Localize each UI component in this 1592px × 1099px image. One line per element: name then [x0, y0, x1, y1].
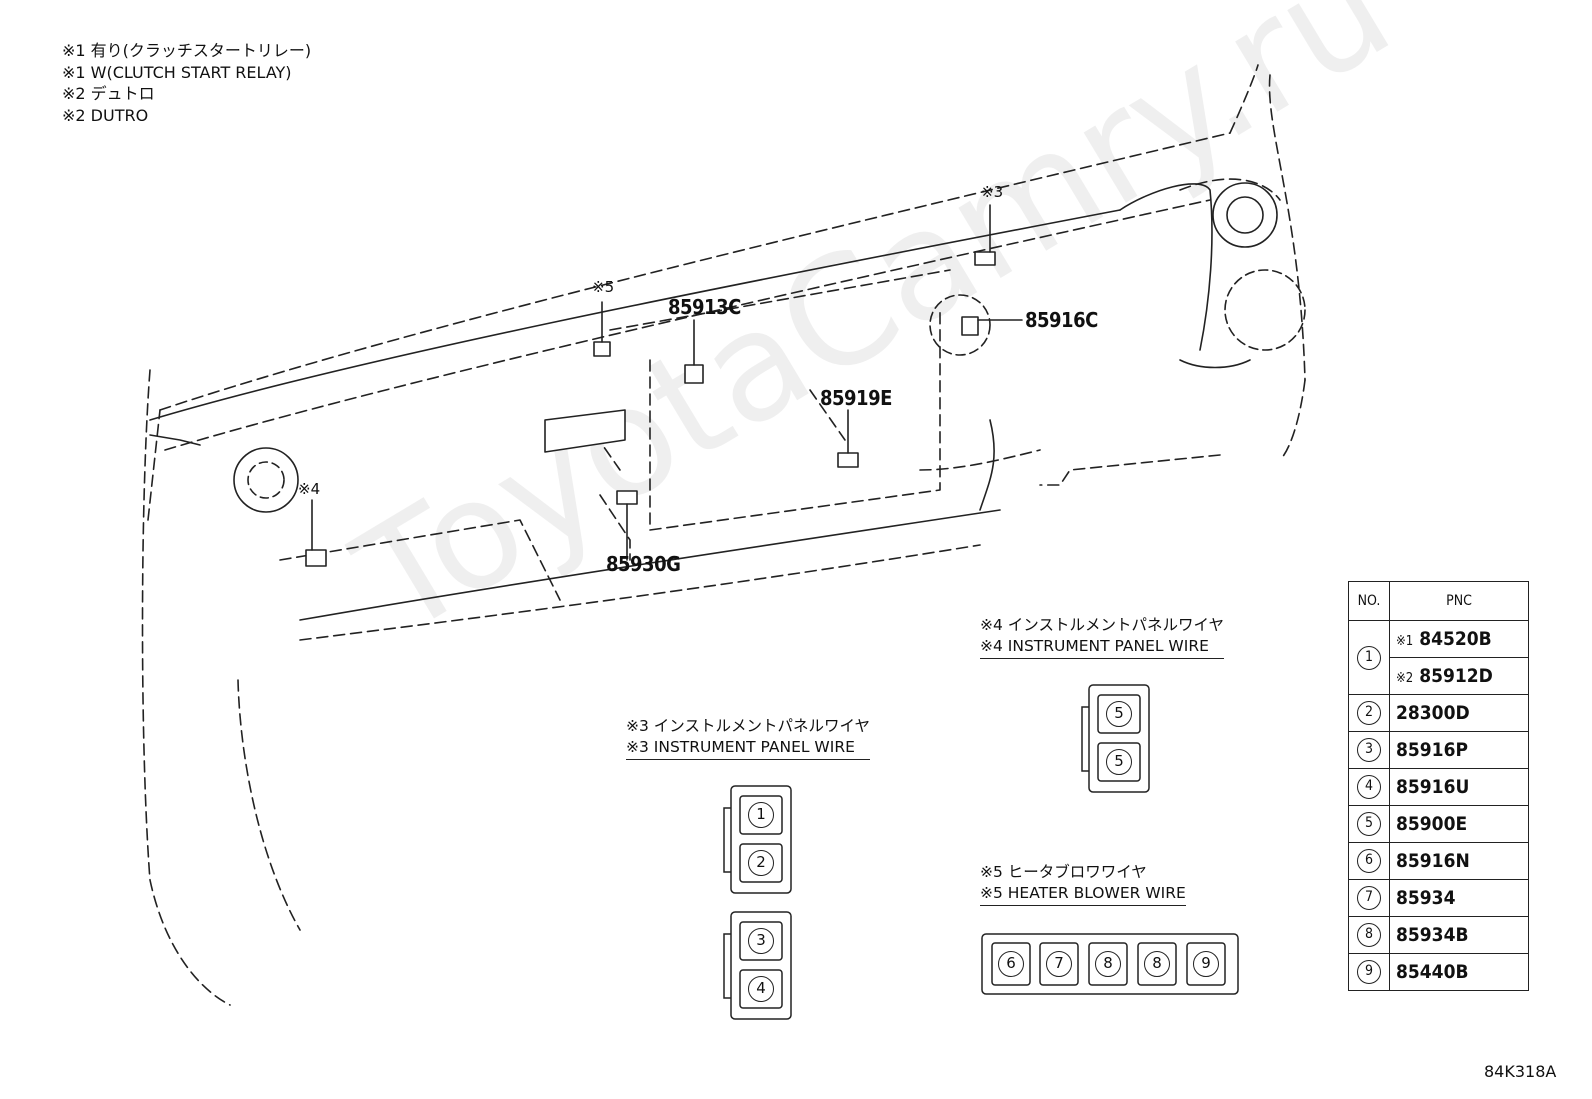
note-line: ※2 DUTRO: [62, 105, 149, 125]
terminal-circle: 2: [748, 850, 774, 876]
panel-outline-dashed: [141, 64, 1306, 1006]
mark-5: ※5: [592, 278, 615, 296]
left-vent: [233, 447, 299, 513]
note-line: ※1 有り(クラッチスタートリレー): [62, 41, 312, 60]
table-row: 1 ※1 84520B: [1348, 620, 1529, 695]
table-row: 3 85916P: [1348, 731, 1529, 769]
row-pnc: 85916N: [1389, 842, 1529, 880]
terminal-circle: 5: [1106, 749, 1132, 775]
row-pnc: 85916P: [1389, 731, 1529, 769]
table-row: 2 28300D: [1348, 694, 1529, 732]
table-row: ※2 85912D: [1349, 657, 1529, 695]
terminal-circle: 5: [1106, 701, 1132, 727]
row-number: 3: [1357, 738, 1381, 762]
header-pnc: PNC: [1389, 581, 1529, 621]
row-pnc: 85934B: [1389, 916, 1529, 954]
panel-lines-solid: [149, 183, 1251, 621]
terminal-circle: 7: [1046, 951, 1072, 977]
notes: ※1 有り(クラッチスタートリレー) ※1 W(CLUTCH START REL…: [62, 40, 311, 126]
row-pnc: 85900E: [1389, 805, 1529, 843]
diagram-reference-code: 84K318A: [1484, 1062, 1557, 1081]
row-number: 8: [1357, 923, 1381, 947]
row-pnc: 84520B: [1419, 628, 1492, 650]
callout-85913c: 85913C: [668, 295, 741, 319]
wire-title-jp: ※5 ヒータブロワワイヤ: [980, 863, 1147, 881]
terminal-circle: 8: [1095, 951, 1121, 977]
connector-3: [974, 251, 996, 266]
table-row: 8 85934B: [1348, 916, 1529, 954]
callout-85916c: 85916C: [1025, 308, 1098, 332]
row-number: 5: [1357, 812, 1381, 836]
row-pnc: 85934: [1389, 879, 1529, 917]
connector-box-5: [981, 933, 1239, 995]
row-number: 7: [1357, 886, 1381, 910]
wire-title-en: ※3 INSTRUMENT PANEL WIRE: [626, 738, 855, 756]
row-number: 4: [1357, 775, 1381, 799]
terminal-circle: 3: [748, 928, 774, 954]
terminal-circle: 8: [1144, 951, 1170, 977]
leader-lines: [311, 204, 1023, 561]
mark-3: ※3: [981, 183, 1004, 201]
wire-title-jp: ※4 インストルメントパネルワイヤ: [980, 616, 1225, 634]
wire-title-jp: ※3 インストルメントパネルワイヤ: [626, 717, 871, 735]
table-row: 9 85440B: [1348, 953, 1529, 991]
right-vent: [1212, 182, 1278, 248]
table-row: 7 85934: [1348, 879, 1529, 917]
connector-4: [305, 549, 327, 567]
callout-85919e: 85919E: [820, 386, 892, 410]
note-line: ※1 W(CLUTCH START RELAY): [62, 62, 292, 82]
terminal-circle: 4: [748, 976, 774, 1002]
connector-box-3-bottom: [730, 911, 792, 1020]
row-number: 9: [1357, 960, 1381, 984]
note-line: ※2 デュトロ: [62, 84, 155, 103]
mark-4: ※4: [298, 480, 321, 498]
row-number: 6: [1357, 849, 1381, 873]
wire-title-en: ※5 HEATER BLOWER WIRE: [980, 884, 1186, 902]
connector-box-4: [1088, 684, 1150, 793]
row-prefix: ※2: [1396, 671, 1414, 686]
row-pnc: 85916U: [1389, 768, 1529, 806]
row-pnc: 28300D: [1389, 694, 1529, 732]
wire-title-3: ※3 インストルメントパネルワイヤ ※3 INSTRUMENT PANEL WI…: [626, 716, 871, 760]
header-no: NO.: [1348, 581, 1390, 621]
terminal-circle: 1: [748, 802, 774, 828]
wire-title-5: ※5 ヒータブロワワイヤ ※5 HEATER BLOWER WIRE: [980, 862, 1186, 906]
connector-85916c: [961, 316, 979, 336]
callout-85930g: 85930G: [606, 552, 681, 576]
wire-title-4: ※4 インストルメントパネルワイヤ ※4 INSTRUMENT PANEL WI…: [980, 615, 1225, 659]
terminal-circle: 6: [998, 951, 1024, 977]
pnc-table: NO. PNC 1 ※1 84520B ※2 85912D 2 28300D 3…: [1348, 581, 1529, 991]
table-row: 4 85916U: [1348, 768, 1529, 806]
wire-title-en: ※4 INSTRUMENT PANEL WIRE: [980, 637, 1209, 655]
row-prefix: ※1: [1396, 634, 1414, 649]
table-row: 6 85916N: [1348, 842, 1529, 880]
row-pnc: 85440B: [1389, 953, 1529, 991]
relay-block: [544, 409, 626, 453]
table-row: 5 85900E: [1348, 805, 1529, 843]
row-pnc: 85912D: [1419, 665, 1493, 687]
connector-box-3-top: [730, 785, 792, 894]
row-number: 1: [1357, 645, 1381, 670]
terminal-circle: 9: [1193, 951, 1219, 977]
center-vent: [929, 294, 991, 356]
row-number: 2: [1357, 701, 1381, 725]
